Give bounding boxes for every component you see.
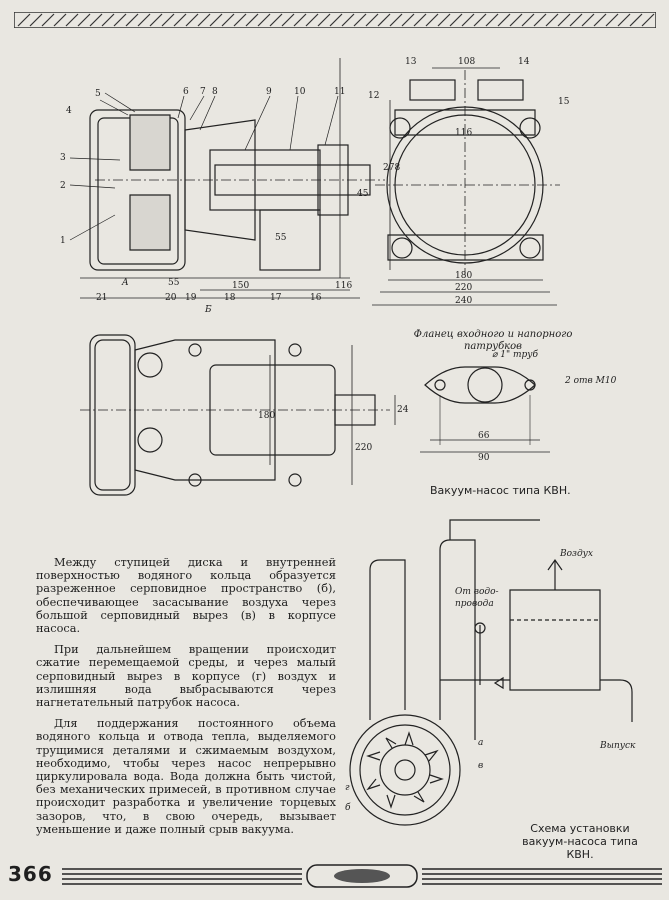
svg-text:9: 9 [266, 87, 272, 97]
svg-text:55: 55 [168, 278, 180, 288]
svg-text:220: 220 [355, 443, 372, 453]
svg-text:14: 14 [518, 57, 530, 67]
top-ornament-border [14, 12, 656, 28]
paragraph: Между ступицей диска и внутренней поверх… [36, 556, 336, 636]
svg-text:11: 11 [334, 87, 345, 97]
paragraph: Для поддержания постоянного объема водян… [36, 717, 336, 836]
pump-caption: Вакуум-насос типа КВН. [430, 484, 571, 497]
svg-text:16: 16 [310, 293, 322, 303]
svg-text:13: 13 [405, 57, 417, 67]
svg-text:Б: Б [204, 305, 212, 315]
svg-text:12: 12 [368, 91, 379, 101]
svg-text:8: 8 [212, 87, 218, 97]
pump-section-view [69, 58, 385, 299]
svg-text:1: 1 [60, 236, 66, 246]
svg-text:150: 150 [232, 281, 249, 291]
pump-plan-view [80, 334, 396, 496]
svg-text:21: 21 [96, 293, 107, 303]
svg-text:55: 55 [275, 233, 287, 243]
svg-text:116: 116 [455, 128, 472, 138]
svg-text:б: б [345, 802, 351, 813]
svg-text:180: 180 [455, 271, 472, 281]
svg-text:66: 66 [478, 431, 490, 441]
svg-text:в: в [478, 761, 483, 771]
svg-text:провода: провода [455, 599, 494, 609]
svg-text:Выпуск: Выпуск [599, 741, 636, 751]
svg-text:а: а [478, 738, 483, 748]
paragraph: При дальнейшем вращении происходит сжати… [36, 643, 336, 710]
svg-text:90: 90 [478, 453, 490, 463]
svg-text:108: 108 [458, 57, 475, 67]
svg-text:18: 18 [224, 293, 236, 303]
svg-text:180: 180 [258, 411, 275, 421]
body-text: Между ступицей диска и внутренней поверх… [36, 556, 336, 844]
svg-text:2: 2 [60, 181, 66, 191]
pump-front-view [372, 67, 560, 306]
page-number: 366 [8, 862, 53, 886]
svg-text:6: 6 [183, 87, 189, 97]
svg-text:19: 19 [185, 293, 197, 303]
svg-text:Воздух: Воздух [559, 549, 593, 559]
svg-text:10: 10 [294, 87, 306, 97]
svg-text:⌀ 1" труб: ⌀ 1" труб [492, 349, 539, 360]
svg-text:220: 220 [455, 283, 472, 293]
svg-text:3: 3 [60, 153, 66, 163]
svg-text:4: 4 [66, 106, 72, 116]
svg-text:7: 7 [200, 87, 206, 97]
svg-text:г: г [345, 783, 350, 793]
svg-text:240: 240 [455, 296, 472, 306]
scheme-caption: Схема установки вакуум-насоса типа КВН. [522, 822, 638, 861]
svg-text:5: 5 [95, 89, 101, 99]
footer-ornament [62, 864, 662, 888]
svg-text:2 отв M10: 2 отв M10 [564, 376, 617, 386]
svg-text:278: 278 [383, 163, 400, 173]
svg-text:От водо-: От водо- [455, 587, 499, 597]
svg-text:15: 15 [558, 97, 570, 107]
flange-caption: Фланец входного и напорного патрубков [413, 329, 573, 352]
svg-text:20: 20 [165, 293, 177, 303]
installation-scheme [349, 519, 633, 826]
svg-text:116: 116 [335, 281, 352, 291]
svg-text:17: 17 [270, 293, 282, 303]
svg-text:24: 24 [397, 405, 409, 415]
svg-text:A: A [121, 278, 129, 288]
svg-text:45: 45 [357, 189, 369, 199]
flange-drawing [420, 366, 550, 453]
